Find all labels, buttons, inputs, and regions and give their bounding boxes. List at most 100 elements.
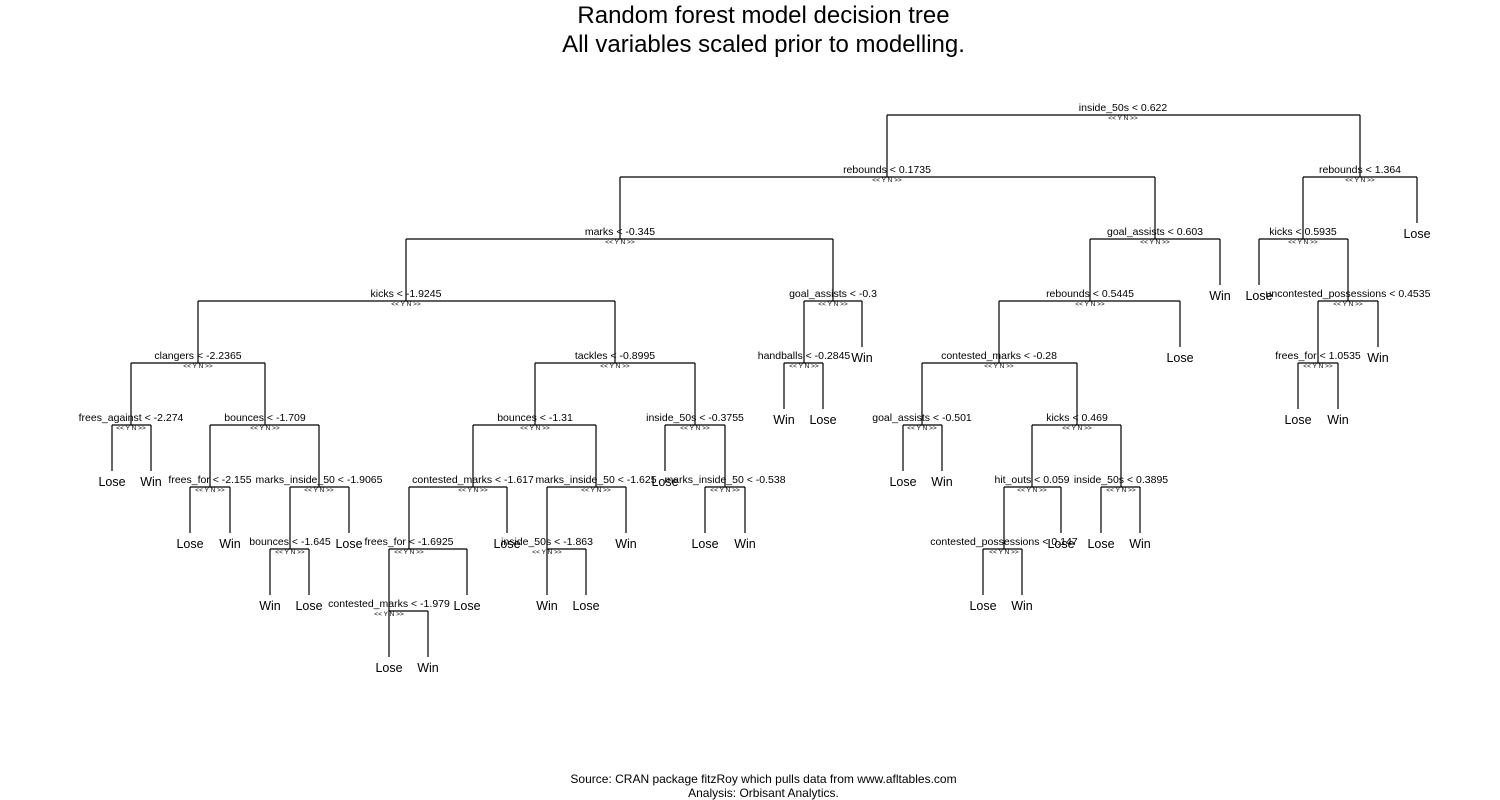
split-label: bounces < -1.709 [224,412,306,424]
split-label: handballs < -0.2845 [758,350,851,362]
yes-no-hint: << Y N >> [520,425,550,432]
split-label: goal_assists < -0.3 [789,288,877,300]
yes-no-hint: << Y N >> [1106,487,1136,494]
split-label: inside_50s < -0.3755 [646,412,744,424]
leaf-label: Win [1129,537,1151,551]
leaf-label: Lose [1284,413,1311,427]
leaf-label: Win [417,661,439,675]
leaf-label: Win [1209,289,1231,303]
yes-no-hint: << Y N >> [532,549,562,556]
split-label: inside_50s < 0.622 [1079,102,1168,114]
yes-no-hint: << Y N >> [1017,487,1047,494]
split-label: kicks < 0.5935 [1269,226,1337,238]
leaf-label: Lose [335,537,362,551]
split-label: uncontested_possessions < 0.4535 [1266,288,1431,300]
yes-no-hint: << Y N >> [680,425,710,432]
split-label: hit_outs < 0.059 [994,474,1069,486]
leaf-label: Lose [1245,289,1272,303]
leaf-label: Lose [969,599,996,613]
yes-no-hint: << Y N >> [304,487,334,494]
split-label: bounces < -1.645 [249,536,331,548]
yes-no-hint: << Y N >> [789,363,819,370]
split-label: goal_assists < 0.603 [1107,226,1203,238]
split-label: marks_inside_50 < -1.625 [535,474,656,486]
split-label: rebounds < 0.5445 [1046,288,1134,300]
split-label: kicks < 0.469 [1046,412,1108,424]
leaf-label: Win [773,413,795,427]
leaf-label: Lose [809,413,836,427]
yes-no-hint: << Y N >> [984,363,1014,370]
leaf-label: Win [615,537,637,551]
yes-no-hint: << Y N >> [907,425,937,432]
yes-no-hint: << Y N >> [1333,301,1363,308]
leaf-label: Win [259,599,281,613]
split-label: frees_for < -1.6925 [364,536,453,548]
leaf-label: Lose [651,475,678,489]
split-label: goal_assists < -0.501 [872,412,972,424]
chart-title: Random forest model decision tree [577,2,950,29]
yes-no-hint: << Y N >> [1140,239,1170,246]
yes-no-hint: << Y N >> [818,301,848,308]
split-label: marks_inside_50 < -0.538 [664,474,785,486]
leaf-label: Win [1011,599,1033,613]
split-label: frees_for < -2.155 [168,474,251,486]
leaf-label: Lose [493,537,520,551]
chart-subtitle: All variables scaled prior to modelling. [562,31,965,58]
split-label: rebounds < 0.1735 [843,164,931,176]
split-label: frees_against < -2.274 [79,412,184,424]
yes-no-hint: << Y N >> [1108,115,1138,122]
leaf-label: Lose [691,537,718,551]
analysis-caption: Analysis: Orbisant Analytics. [688,786,839,800]
yes-no-hint: << Y N >> [116,425,146,432]
yes-no-hint: << Y N >> [710,487,740,494]
yes-no-hint: << Y N >> [1288,239,1318,246]
yes-no-hint: << Y N >> [581,487,611,494]
yes-no-hint: << Y N >> [458,487,488,494]
leaf-label: Lose [1166,351,1193,365]
split-label: frees_for < 1.0535 [1275,350,1361,362]
leaf-label: Lose [453,599,480,613]
leaf-label: Lose [295,599,322,613]
yes-no-hint: << Y N >> [600,363,630,370]
yes-no-hint: << Y N >> [989,549,1019,556]
leaf-label: Lose [1087,537,1114,551]
split-label: clangers < -2.2365 [154,350,241,362]
split-label: inside_50s < -1.863 [501,536,593,548]
split-label: marks_inside_50 < -1.9065 [256,474,383,486]
yes-no-hint: << Y N >> [605,239,635,246]
leaf-label: Win [851,351,873,365]
split-label: contested_marks < -0.28 [941,350,1057,362]
leaf-label: Lose [375,661,402,675]
yes-no-hint: << Y N >> [374,611,404,618]
yes-no-hint: << Y N >> [1062,425,1092,432]
yes-no-hint: << Y N >> [1345,177,1375,184]
leaf-label: Lose [98,475,125,489]
leaf-label: Win [1367,351,1389,365]
split-label: contested_possessions < 0.147 [930,536,1078,548]
yes-no-hint: << Y N >> [391,301,421,308]
yes-no-hint: << Y N >> [394,549,424,556]
split-label: rebounds < 1.364 [1319,164,1401,176]
leaf-label: Lose [889,475,916,489]
leaf-label: Win [931,475,953,489]
yes-no-hint: << Y N >> [1303,363,1333,370]
split-label: tackles < -0.8995 [575,350,655,362]
leaf-label: Lose [1047,537,1074,551]
yes-no-hint: << Y N >> [183,363,213,370]
split-label: kicks < -1.9245 [371,288,442,300]
split-label: inside_50s < 0.3895 [1074,474,1168,486]
leaf-label: Win [734,537,756,551]
source-caption: Source: CRAN package fitzRoy which pulls… [570,772,957,786]
leaf-label: Lose [176,537,203,551]
leaf-label: Win [536,599,558,613]
leaf-label: Lose [572,599,599,613]
split-label: bounces < -1.31 [497,412,573,424]
yes-no-hint: << Y N >> [872,177,902,184]
split-label: contested_marks < -1.617 [412,474,534,486]
leaf-label: Lose [1403,227,1430,241]
leaf-label: Win [1327,413,1349,427]
leaf-label: Win [219,537,241,551]
yes-no-hint: << Y N >> [1075,301,1105,308]
yes-no-hint: << Y N >> [250,425,280,432]
